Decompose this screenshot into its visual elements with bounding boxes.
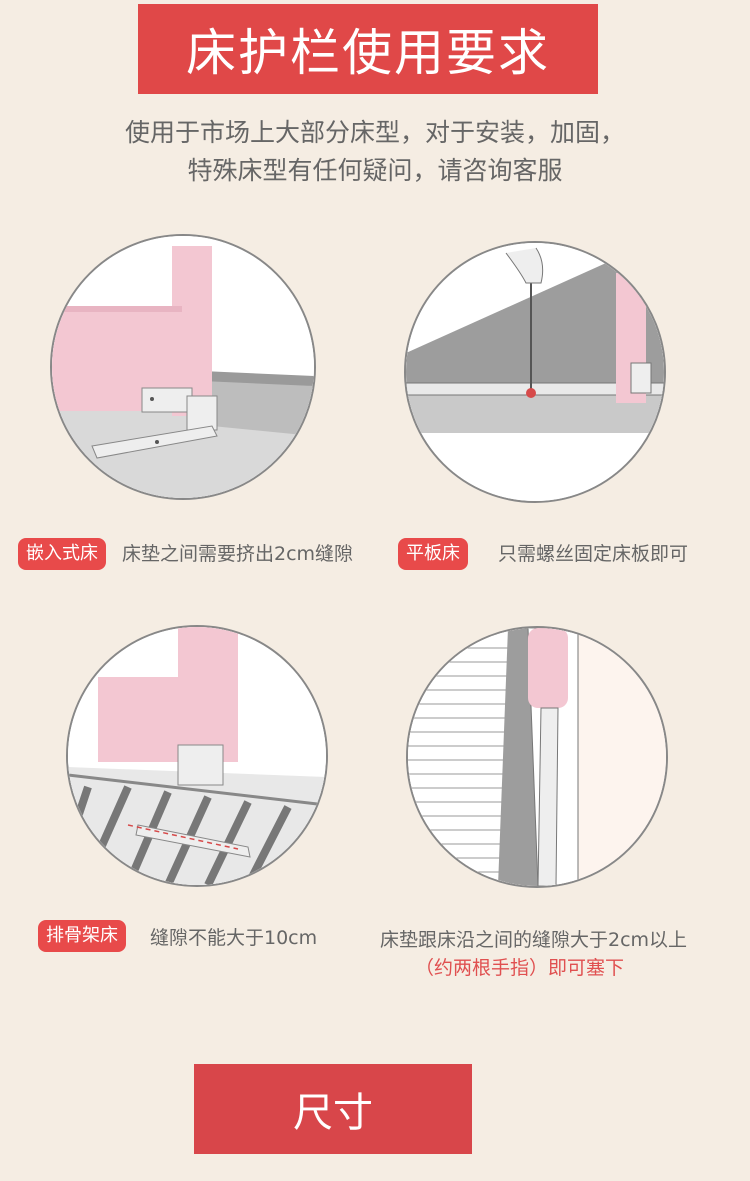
slatted-bed-illustration: [66, 625, 328, 887]
caption-gap-note: （约两根手指）即可塞下: [415, 957, 625, 979]
intro-line-2: 特殊床型有任何疑问，请咨询客服: [187, 156, 563, 185]
tag-slatted-bed: 排骨架床: [38, 920, 126, 952]
intro-text: 使用于市场上大部分床型，对于安装，加固， 特殊床型有任何疑问，请咨询客服: [0, 114, 750, 190]
caption-slatted-bed: 缝隙不能大于10cm: [150, 927, 318, 949]
tag-embedded-bed: 嵌入式床: [18, 538, 106, 570]
size-section-title: 尺寸: [194, 1064, 472, 1154]
page-title: 床护栏使用要求: [138, 4, 598, 94]
caption-flat-bed: 只需螺丝固定床板即可: [498, 543, 689, 565]
embedded-bed-illustration: [50, 234, 316, 500]
caption-embedded-bed: 床垫之间需要挤出2cm缝隙: [122, 543, 354, 565]
gap-detail-illustration: [406, 626, 668, 888]
tag-flat-bed: 平板床: [398, 538, 468, 570]
intro-line-1: 使用于市场上大部分床型，对于安装，加固，: [124, 118, 625, 147]
caption-gap-detail: 床垫跟床沿之间的缝隙大于2cm以上: [380, 929, 688, 951]
flat-bed-illustration: [404, 241, 666, 503]
